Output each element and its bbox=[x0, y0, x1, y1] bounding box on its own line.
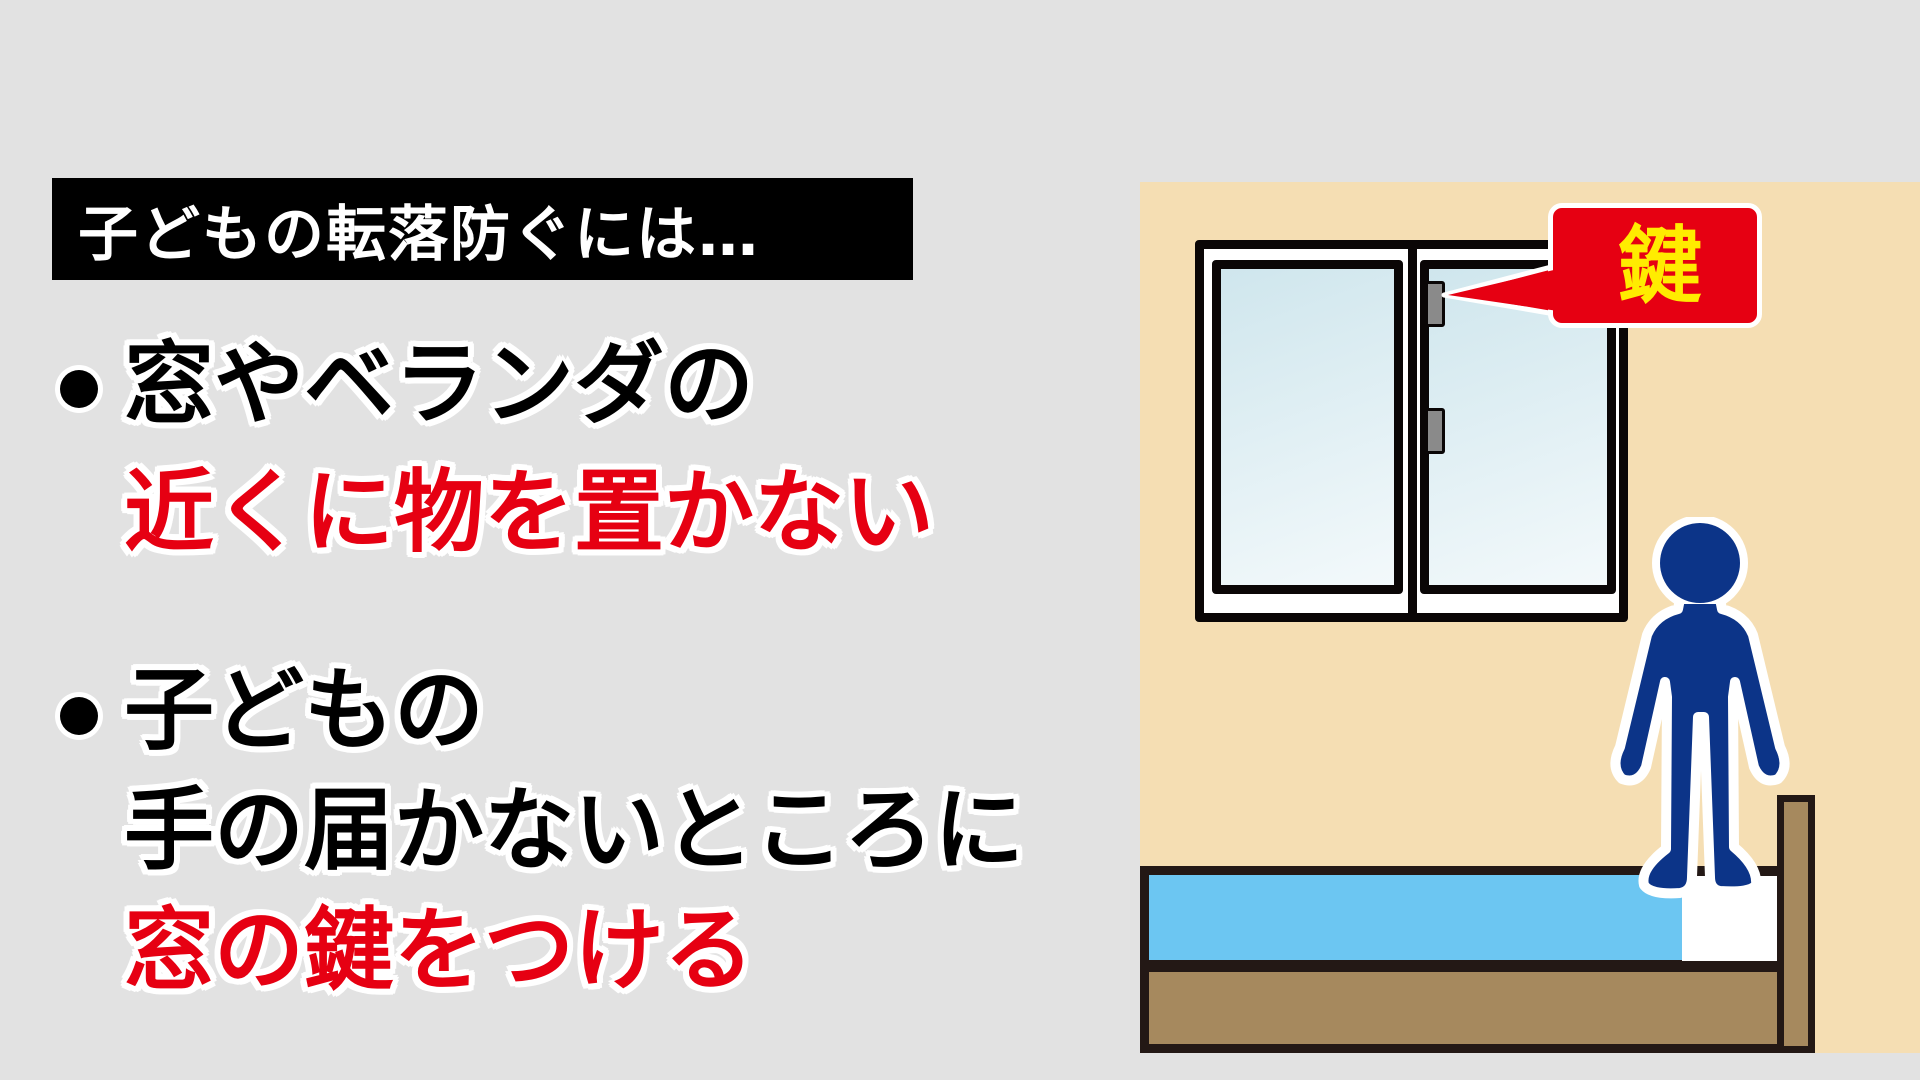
mattress bbox=[1140, 866, 1688, 969]
illustration-panel: 鍵 bbox=[1140, 182, 1920, 1053]
bullet-dot-icon bbox=[60, 370, 98, 408]
tip-1-line-1: 窓やベランダの bbox=[124, 332, 754, 437]
key-callout: 鍵 bbox=[1548, 203, 1762, 328]
tip-1-line-2: 近くに物を置かない bbox=[124, 460, 934, 565]
lock-icon bbox=[1425, 281, 1445, 327]
callout-label: 鍵 bbox=[1617, 216, 1702, 315]
bullet-dot-icon bbox=[60, 697, 98, 735]
lock-icon bbox=[1425, 408, 1445, 454]
tip-2-line-3: 窓の鍵をつける bbox=[124, 898, 754, 1003]
bed-headboard bbox=[1777, 795, 1815, 1053]
callout-pointer-fill bbox=[1448, 269, 1558, 311]
window-pane-left bbox=[1212, 260, 1403, 594]
tip-2-line-1: 子どもの bbox=[124, 658, 484, 763]
bed-frame bbox=[1140, 963, 1785, 1053]
topic-label: 子どもの転落防ぐには… bbox=[52, 178, 913, 280]
tip-2-line-2: 手の届かないところに bbox=[124, 778, 1024, 883]
window-divider bbox=[1408, 240, 1417, 622]
child-figure-icon bbox=[1610, 517, 1790, 899]
topic-label-text: 子どもの転落防ぐには… bbox=[78, 199, 760, 270]
